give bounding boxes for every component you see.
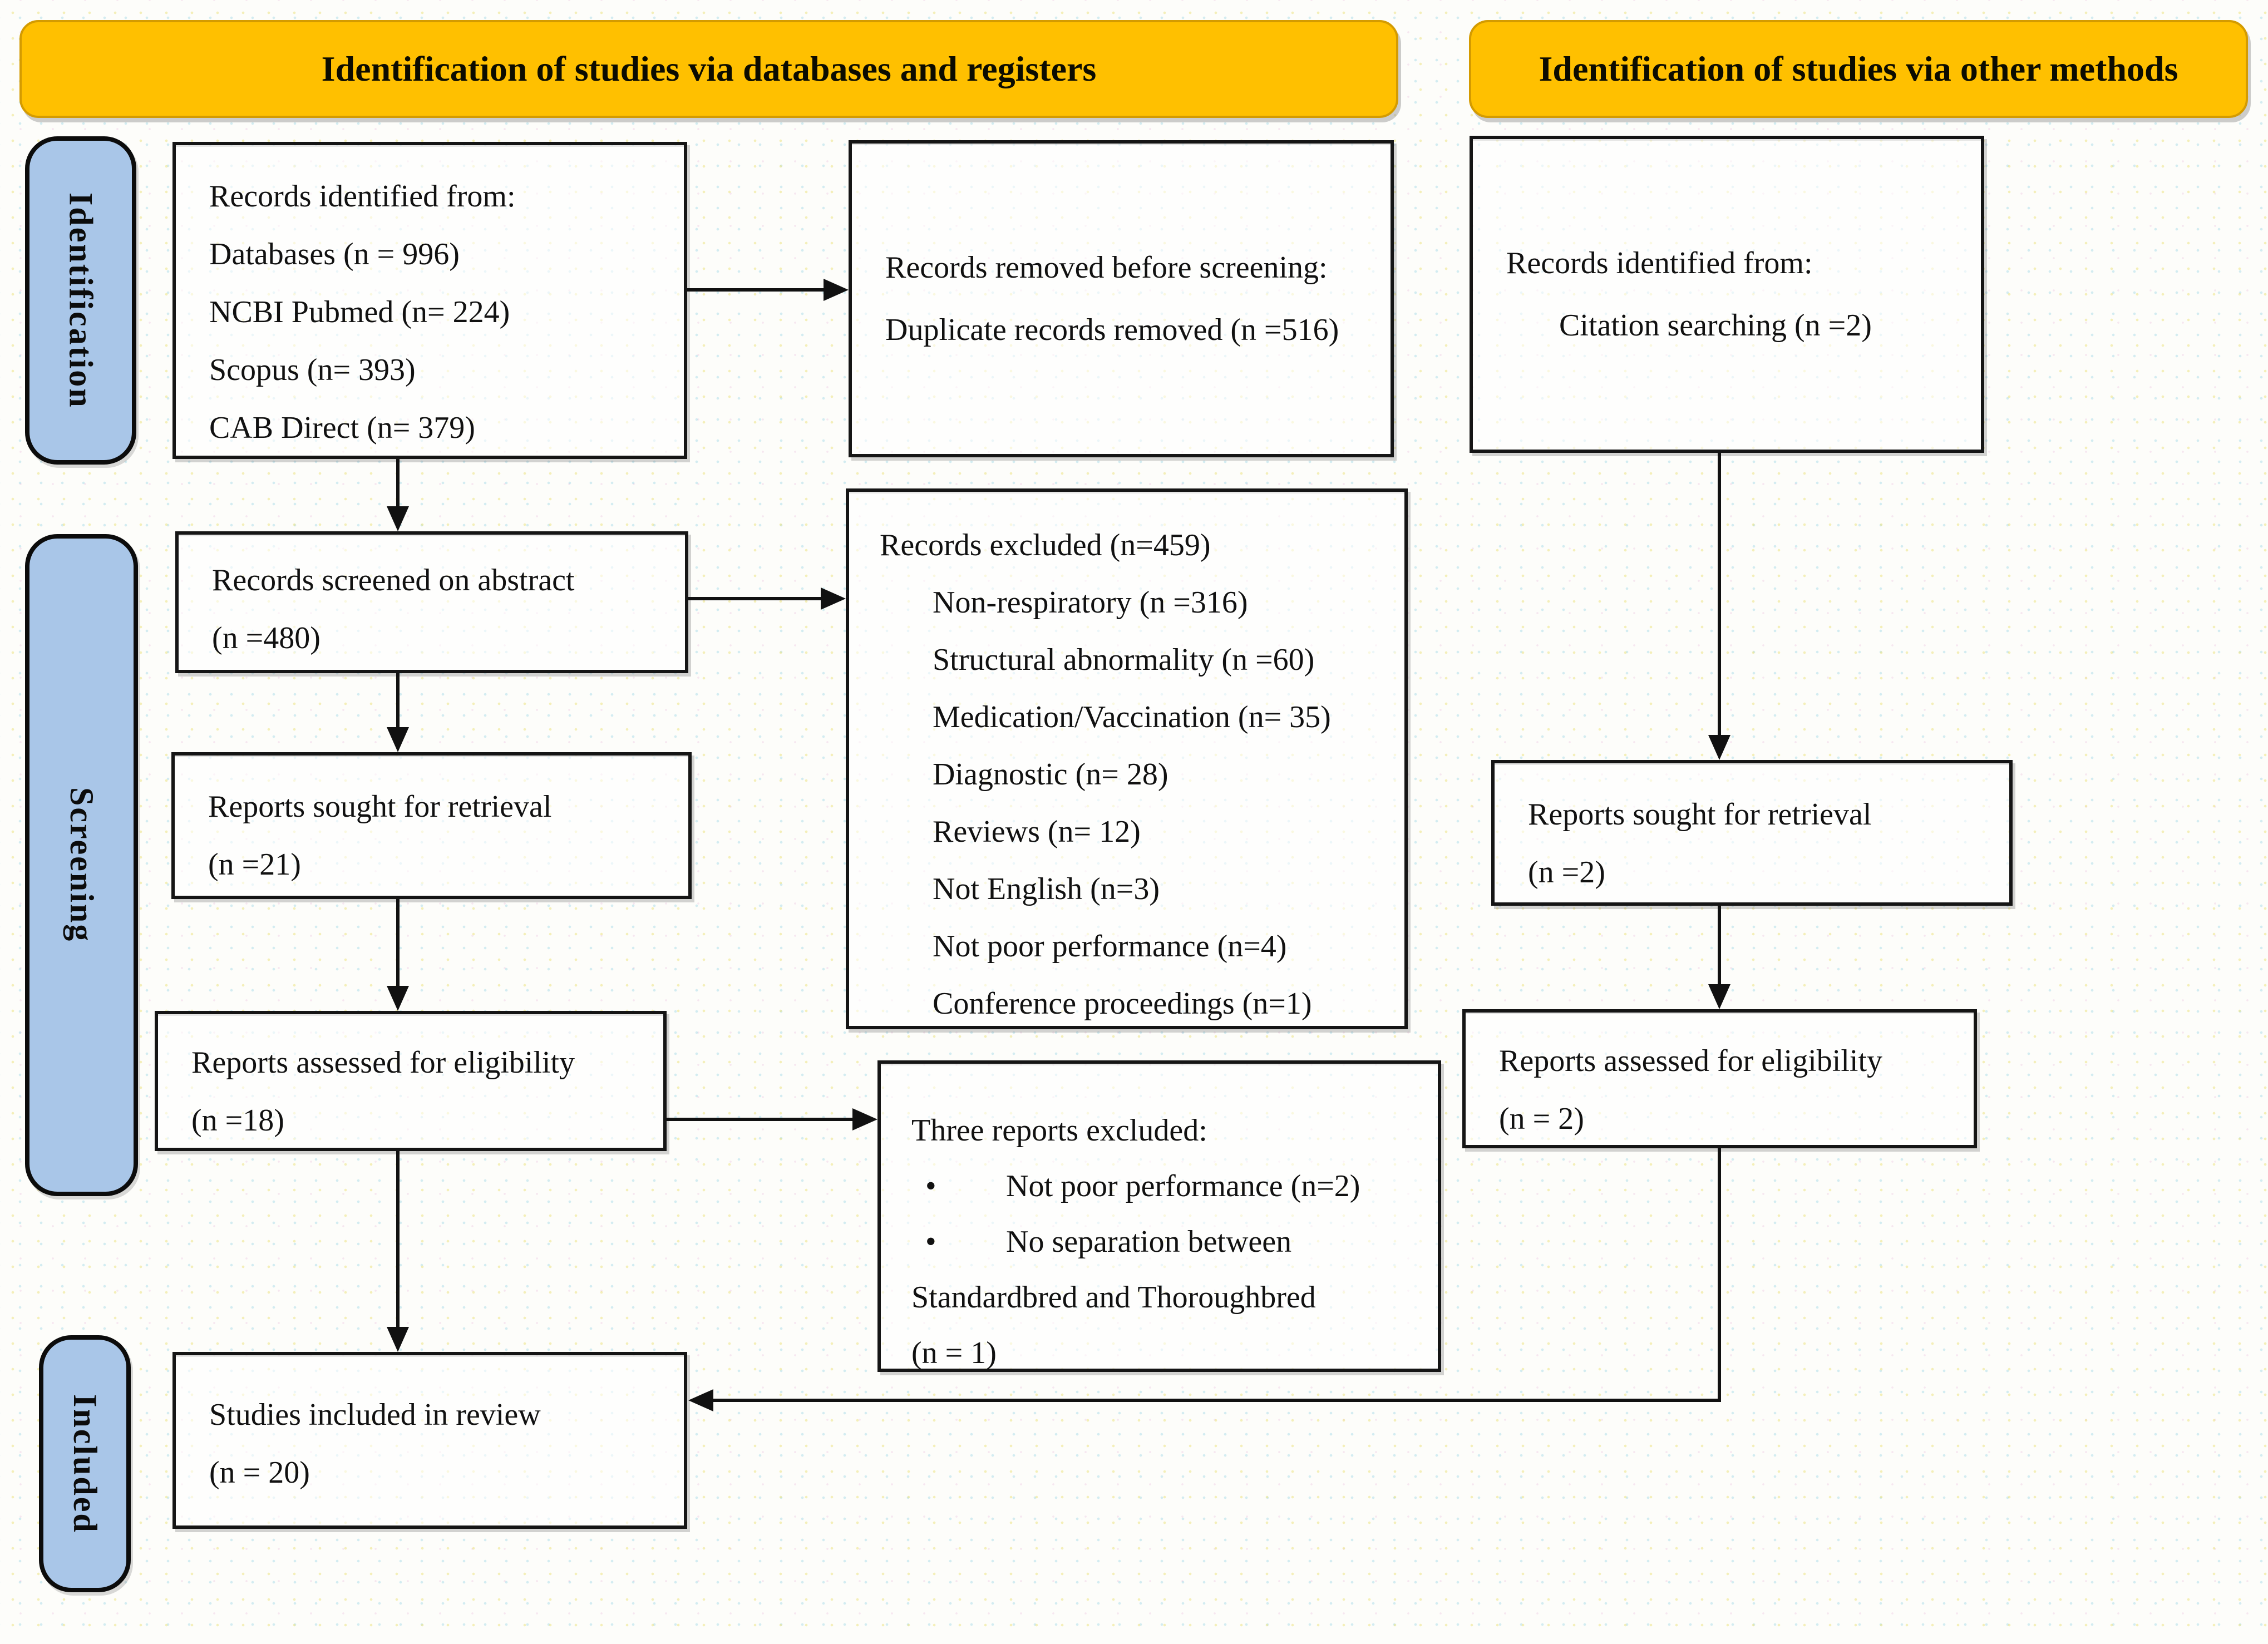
box-line: Reports assessed for eligibility <box>1499 1044 1883 1078</box>
stage-screening: Screening <box>25 534 138 1196</box>
box-three-reports-excluded: Three reports excluded: Not poor perform… <box>877 1060 1441 1372</box>
box-line: NCBI Pubmed (n= 224) <box>209 295 510 329</box>
stage-identification: Identification <box>25 136 136 465</box>
box-line: (n = 2) <box>1499 1102 1584 1136</box>
arrow-line <box>1718 1148 1721 1402</box>
box-line: Reports sought for retrieval <box>1528 797 1872 832</box>
arrowhead-down-icon <box>387 986 409 1011</box>
box-line: Scopus (n= 393) <box>209 353 416 387</box>
box-line: Conference proceedings (n=1) <box>933 986 1312 1021</box>
box-line: Records identified from: <box>1506 246 1813 280</box>
arrowhead-down-icon <box>387 506 409 531</box>
box-line: (n =18) <box>191 1103 284 1138</box>
arrowhead-down-icon <box>387 727 409 752</box>
box-reports-assessed-left: Reports assessed for eligibility (n =18) <box>155 1011 667 1151</box>
box-line: (n =480) <box>212 621 321 655</box>
box-line: Standardbred and Thoroughbred <box>911 1280 1316 1315</box>
box-reports-sought-left: Reports sought for retrieval (n =21) <box>171 752 692 899</box>
box-line: Duplicate records removed (n =516) <box>885 313 1339 347</box>
box-line: Not poor performance (n=2) <box>911 1158 1421 1214</box>
banner-databases-registers-label: Identification of studies via databases … <box>321 49 1097 88</box>
box-line: (n =21) <box>208 847 301 882</box>
arrowhead-down-icon <box>1708 735 1730 760</box>
box-line: Structural abnormality (n =60) <box>933 643 1315 677</box>
box-line: Non-respiratory (n =316) <box>933 585 1248 620</box>
arrowhead-right-icon <box>821 588 846 610</box>
box-line: Records excluded (n=459) <box>880 528 1211 562</box>
box-line: Records removed before screening: <box>885 250 1328 285</box>
box-line: Studies included in review <box>209 1398 541 1432</box>
box-line: (n =2) <box>1528 855 1605 890</box>
arrow-line <box>688 597 824 600</box>
box-line: Three reports excluded: <box>911 1113 1207 1148</box>
arrowhead-left-icon <box>688 1389 713 1411</box>
box-line: Records screened on abstract <box>212 563 575 598</box>
arrow-line <box>667 1118 854 1121</box>
box-line: Reports assessed for eligibility <box>191 1045 575 1080</box>
arrowhead-down-icon <box>387 1327 409 1352</box>
arrowhead-down-icon <box>1708 984 1730 1009</box>
box-studies-included: Studies included in review (n = 20) <box>172 1352 687 1529</box>
box-line: Databases (n = 996) <box>209 237 460 271</box>
box-line: Citation searching (n =2) <box>1559 308 1872 343</box>
box-citation-identified: Records identified from: Citation search… <box>1470 136 1984 453</box>
arrow-line <box>1718 453 1721 738</box>
arrow-line <box>711 1399 1721 1402</box>
arrow-line <box>687 288 826 292</box>
arrow-line <box>396 459 400 509</box>
arrowhead-right-icon <box>852 1108 877 1130</box>
banner-other-methods: Identification of studies via other meth… <box>1469 20 2248 118</box>
box-line: No separation between <box>911 1214 1421 1270</box>
box-line: Not English (n=3) <box>933 872 1160 906</box>
box-line: (n = 20) <box>209 1455 310 1490</box>
banner-databases-registers: Identification of studies via databases … <box>19 20 1398 118</box>
box-line: Medication/Vaccination (n= 35) <box>933 700 1331 734</box>
box-reports-sought-right: Reports sought for retrieval (n =2) <box>1491 760 2013 906</box>
stage-included-label: Included <box>67 1394 103 1534</box>
box-reports-assessed-right: Reports assessed for eligibility (n = 2) <box>1462 1009 1977 1148</box>
stage-screening-label: Screening <box>63 787 100 943</box>
box-records-identified: Records identified from: Databases (n = … <box>172 142 687 459</box>
box-records-removed: Records removed before screening: Duplic… <box>849 140 1394 457</box>
box-line: Not poor performance (n=4) <box>933 929 1287 964</box>
arrow-line <box>396 1151 400 1329</box>
stage-identification-label: Identification <box>62 192 100 409</box>
stage-included: Included <box>39 1335 131 1592</box>
arrowhead-right-icon <box>824 279 849 301</box>
banner-other-methods-label: Identification of studies via other meth… <box>1539 49 2178 88</box>
box-line: Reviews (n= 12) <box>933 814 1141 849</box>
box-line: Reports sought for retrieval <box>208 789 552 824</box>
box-records-excluded: Records excluded (n=459) Non-respiratory… <box>846 488 1408 1029</box>
box-line: Records identified from: <box>209 179 516 214</box>
box-line: CAB Direct (n= 379) <box>209 411 475 445</box>
arrow-line <box>396 673 400 729</box>
box-records-screened: Records screened on abstract (n =480) <box>175 531 688 673</box>
box-line: (n = 1) <box>911 1336 997 1370</box>
arrow-line <box>396 899 400 988</box>
arrow-line <box>1718 906 1721 986</box>
box-line: Diagnostic (n= 28) <box>933 757 1168 792</box>
